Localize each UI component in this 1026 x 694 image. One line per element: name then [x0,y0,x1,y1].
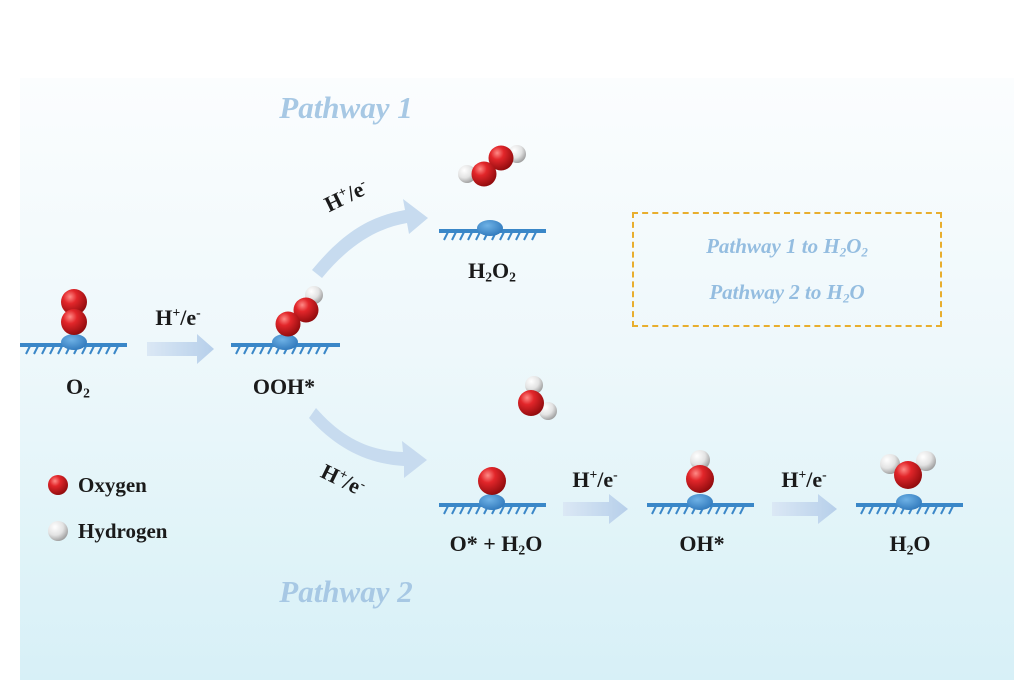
key-label-hydrogen: Hydrogen [78,519,168,543]
surface-o-star [439,494,546,515]
step-label-oh-h2o: H+/e- [781,467,827,493]
species-label-oh: OH* [679,531,725,556]
species-label-ooh: OOH* [252,374,316,399]
species-label-o-h2o: O* + H2O [449,531,543,558]
diagram-graphics [20,145,963,541]
oxygen-key-icon [48,475,68,495]
step-label-o2-ooh: H+/e- [155,305,201,331]
surface-h2o [856,494,963,515]
species-label-h2o: H2O [889,531,931,558]
hydrogen-key-icon [48,521,68,541]
arrow-o-to-oh [563,494,628,524]
molecule-o2 [61,289,87,335]
arrow-o2-to-ooh [147,334,214,364]
pathway-2-title: Pathway 2 [279,574,413,609]
step-label-o-oh: H+/e- [572,467,618,493]
summary-line-pathway2: Pathway 2 to H2O [709,280,865,306]
species-label-h2o2: H2O2 [468,258,516,285]
arrow-oh-to-h2o [772,494,837,524]
summary-line-pathway1: Pathway 1 to H2O2 [706,234,868,260]
molecule-h2o2 [458,145,526,187]
surface-oh-star [647,494,754,515]
surface-o2 [20,334,127,355]
orr-pathway-diagram: Pathway 1 Pathway 2 H+/e- H+/e- H+/e- H+… [20,78,1014,680]
arrow-ooh-to-h2o2 [312,199,428,278]
key-label-oxygen: Oxygen [78,473,147,497]
molecule-o-star [478,467,506,495]
molecule-ooh [275,286,323,337]
pathway-1-title: Pathway 1 [279,90,413,125]
surface-h2o2 [439,220,546,241]
molecule-oh-star [686,450,714,493]
molecule-h2o-star [880,451,936,489]
arrow-ooh-to-o [309,408,427,478]
surface-ooh [231,334,340,355]
pathway-summary-box: Pathway 1 to H2O2 Pathway 2 to H2O [632,212,942,327]
molecule-h2o-free [518,376,557,420]
species-label-o2: O2 [66,374,90,401]
